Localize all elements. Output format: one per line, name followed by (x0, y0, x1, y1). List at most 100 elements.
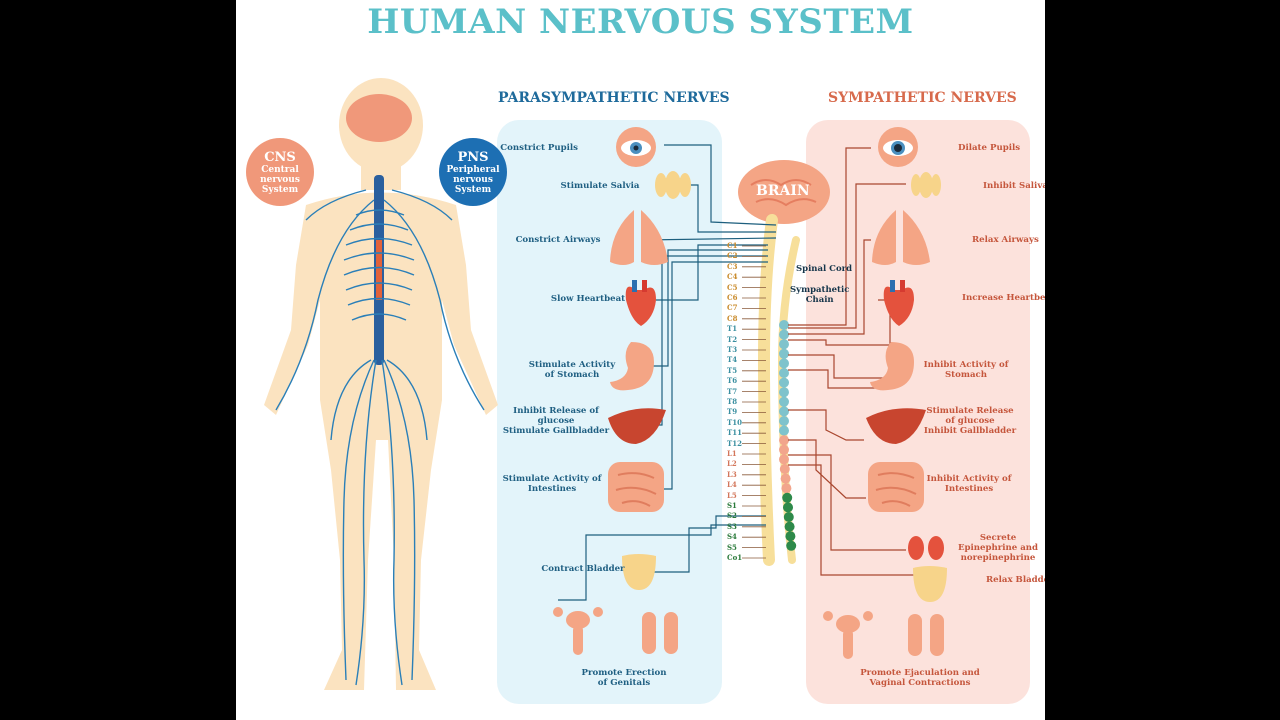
spinal-segment-label: S5 (727, 542, 737, 552)
spinal-segment-label: L3 (727, 469, 737, 479)
spinal-segment-label: S4 (727, 532, 737, 542)
heart-icon-sympathetic (883, 280, 914, 326)
effect-text-line: glucose (537, 416, 575, 426)
pns-label: PNS Peripheral nervous System (439, 150, 507, 195)
spinal-segment-label: C5 (727, 282, 738, 292)
spinal-segment-label: L5 (727, 490, 737, 500)
brain-folds (750, 179, 817, 207)
cns-line: Central (261, 165, 299, 175)
ganglion (779, 444, 789, 455)
spinal-segment-label: L2 (727, 459, 737, 469)
effect-text-line: Stomach (944, 370, 988, 380)
spinal-segment-label: T6 (727, 376, 738, 386)
ganglion (786, 540, 797, 551)
sympathetic-effect-label: Relax Airways (972, 235, 1039, 245)
spinal-segment-label: T11 (727, 428, 742, 438)
pns-line: nervous (453, 175, 493, 185)
intestines-icon-sympathetic (868, 462, 924, 512)
spinal-segment-label: T12 (727, 438, 742, 448)
liver-icon-sympathetic (866, 408, 926, 444)
stomach-icon-parasympathetic (610, 342, 654, 391)
salivary-gland-icon-sympathetic (911, 172, 941, 198)
ganglion (779, 320, 789, 330)
male-reproductive-icon-parasympathetic (642, 612, 678, 654)
ganglion (779, 396, 789, 407)
ganglion (779, 425, 789, 436)
effect-text-line: Promote Ejaculation and (860, 668, 980, 678)
sympathetic-effect-label: Dilate Pupils (958, 143, 1020, 153)
female-reproductive-icon-parasympathetic (553, 607, 603, 655)
parasympathetic-effect-label: Contract Bladder (541, 564, 624, 574)
bladder-icon-sympathetic (913, 566, 947, 602)
effect-text-line: Secrete (979, 533, 1017, 543)
spinal-segment-label: S2 (727, 511, 737, 521)
sympathetic-effect-label: Increase Heartbeat (962, 293, 1045, 303)
effect-text-line: Constrict Pupils (500, 143, 578, 153)
spinal-segment-label: C3 (727, 261, 738, 271)
effect-text-line: Epinephrine and (957, 543, 1039, 553)
effect-text-line: of Stomach (544, 370, 600, 380)
ganglion (779, 454, 789, 465)
spinal-segment-label: L1 (727, 449, 737, 458)
spinal-segment-label: T5 (727, 365, 738, 375)
effect-text-line: Stimulate Release (926, 406, 1014, 416)
body-brain (346, 94, 412, 142)
pns-line: Peripheral (446, 165, 500, 175)
sympathetic-chain-ganglia (779, 320, 797, 551)
parasympathetic-heading: PARASYMPATHETIC NERVES (498, 90, 730, 106)
ganglion (784, 521, 795, 532)
brain-shape (738, 160, 830, 224)
effect-text-line: Vaginal Contractions (869, 678, 971, 688)
bladder-icon-parasympathetic (622, 554, 656, 590)
effect-text-line: Promote Erection (581, 668, 667, 678)
effect-text-line: norepinephrine (960, 553, 1036, 563)
ganglion (785, 531, 796, 542)
parasympathetic-connections (558, 144, 777, 601)
ganglion (783, 512, 794, 522)
effect-text-line: Contract Bladder (541, 564, 625, 574)
spinal-segment-label: T7 (727, 386, 738, 396)
spinal-segment-label: T4 (727, 355, 738, 365)
diagram-canvas (246, 78, 1030, 704)
spinal-segment-label: C4 (727, 272, 738, 282)
heart-icon-parasympathetic (625, 280, 656, 326)
spinal-segment-label: T3 (727, 345, 738, 354)
sympathetic-heading: SYMPATHETIC NERVES (828, 90, 1017, 106)
brain-label: BRAIN (756, 183, 810, 199)
effect-text-line: of Genitals (597, 678, 651, 688)
male-reproductive-icon-sympathetic (908, 614, 944, 656)
sympathetic-chain-line: Chain (805, 295, 834, 305)
ganglion (783, 502, 793, 513)
ganglion (780, 473, 791, 484)
spinal-segment-label: C8 (727, 313, 738, 323)
page-title: HUMAN NERVOUS SYSTEM (367, 2, 914, 42)
effect-text-line: Stimulate Activity (528, 360, 616, 370)
sympathetic-chain-line: Sympathetic (790, 285, 850, 295)
body-nerves (275, 189, 485, 686)
eye-icon-parasympathetic (616, 127, 656, 167)
ganglion (779, 387, 789, 398)
parasympathetic-effect-label: Constrict Pupils (500, 143, 578, 153)
parasympathetic-effect-label: Constrict Airways (516, 235, 601, 245)
effect-text-line: Inhibit Activity of (923, 360, 1009, 370)
effect-text-line: Stimulate Salvia (560, 181, 640, 191)
spinal-segment-label: C7 (727, 303, 738, 313)
effect-text-line: Inhibit Gallbladder (923, 426, 1017, 436)
ganglion (779, 348, 789, 359)
cns-abbr: CNS (264, 150, 296, 165)
cns-label: CNS Central nervous System (246, 150, 314, 195)
adrenal-gland-icon-sympathetic (908, 536, 944, 560)
sympathetic-effect-label: Relax Bladder (986, 575, 1045, 585)
cns-line: nervous (260, 175, 300, 185)
spinal-segment-label: T1 (727, 324, 738, 334)
effect-text-line: Inhibit Activity of (926, 474, 1012, 484)
cns-line: System (261, 185, 299, 195)
body-cord-highlight (376, 240, 382, 300)
lungs-icon-parasympathetic (610, 210, 668, 265)
ganglion (779, 464, 790, 474)
